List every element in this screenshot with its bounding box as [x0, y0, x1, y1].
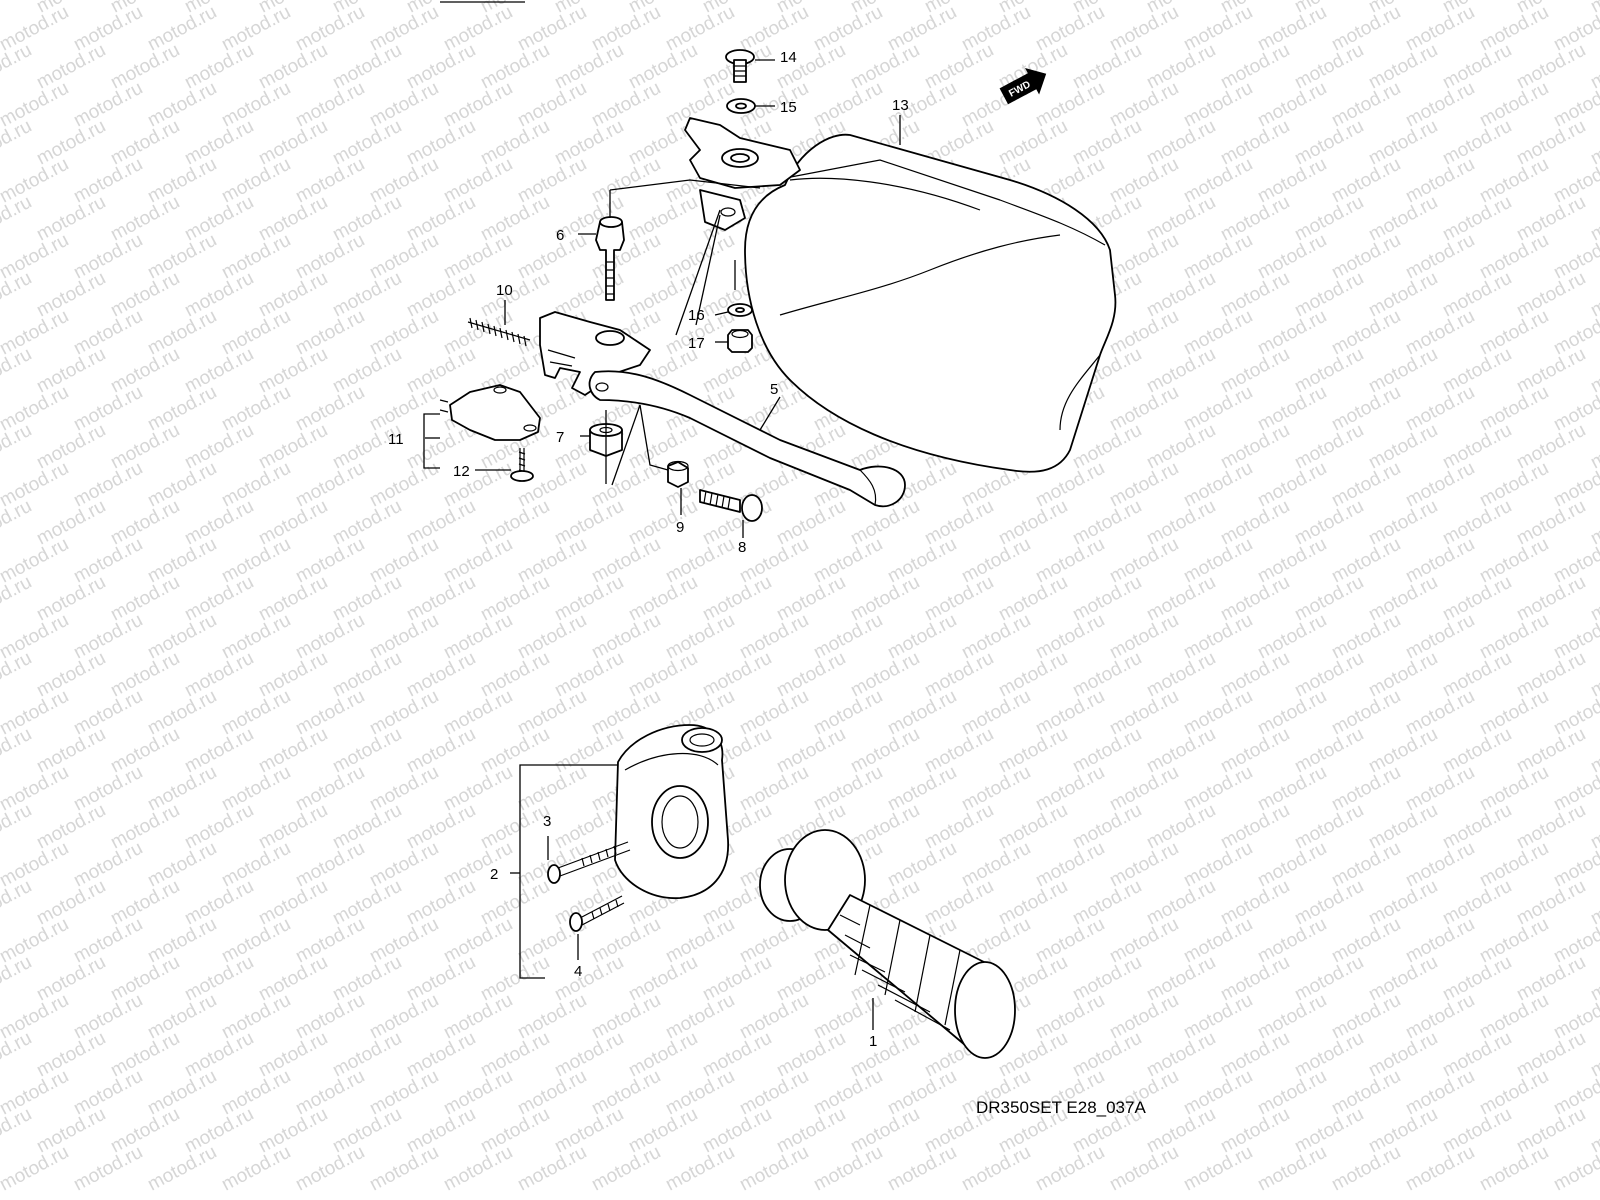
callout-15: 15 — [780, 99, 797, 116]
callout-7: 7 — [556, 429, 564, 446]
callout-14: 14 — [780, 49, 797, 66]
guard-mount-bracket — [684, 117, 801, 231]
callout-4: 4 — [574, 963, 582, 980]
callout-2: 2 — [490, 866, 498, 883]
callout-labels: 14 15 13 6 10 16 17 5 11 12 7 9 8 2 3 4 … — [388, 49, 909, 1050]
callout-17: 17 — [688, 335, 705, 352]
leader-lines — [423, 59, 901, 1030]
hand-guard — [744, 133, 1117, 473]
adjuster-screw-10 — [467, 317, 531, 347]
callout-3: 3 — [543, 813, 551, 830]
callout-12: 12 — [453, 463, 470, 480]
screw-12 — [510, 448, 534, 482]
washer-16 — [727, 303, 753, 317]
callout-9: 9 — [676, 519, 684, 536]
nut-17 — [727, 329, 753, 353]
washer-15 — [726, 98, 756, 114]
screw-3 — [547, 841, 631, 884]
nut-9 — [667, 460, 689, 488]
screw-4 — [569, 895, 625, 932]
clutch-switch-11 — [439, 384, 541, 441]
grip-1 — [759, 829, 1016, 1059]
callout-5: 5 — [770, 381, 778, 398]
callout-11: 11 — [388, 431, 404, 448]
fwd-arrow-icon: FWD — [999, 68, 1047, 105]
clutch-lever-5 — [588, 370, 906, 508]
throttle-housing-2 — [614, 724, 729, 899]
callout-10: 10 — [496, 282, 513, 299]
callout-16: 16 — [688, 307, 705, 324]
callout-6: 6 — [556, 227, 564, 244]
diagram-code: DR350SET E28_037A — [976, 1098, 1146, 1117]
callout-8: 8 — [738, 539, 746, 556]
screw-14 — [725, 49, 755, 83]
callout-13: 13 — [892, 97, 909, 114]
callout-1: 1 — [869, 1033, 877, 1050]
pivot-bolt-8 — [699, 489, 763, 522]
bolt-6 — [595, 216, 625, 301]
